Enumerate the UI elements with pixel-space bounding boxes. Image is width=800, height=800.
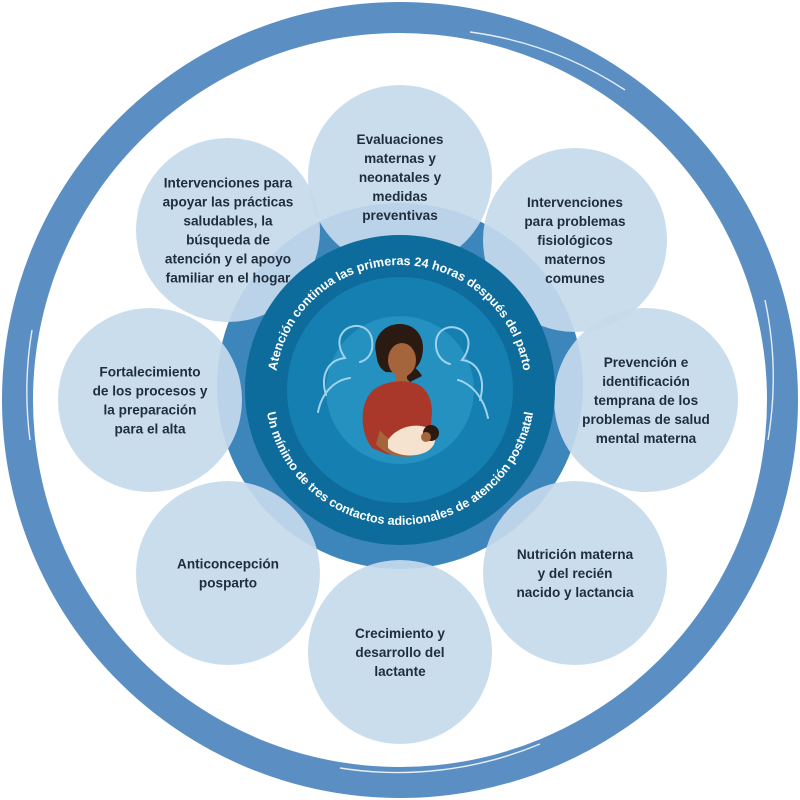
bubble-discharge-preparation-label-line: la preparación [104, 403, 197, 418]
bubble-assessments-label-line: neonatales y [359, 170, 442, 185]
bubble-home-interventions-label-line: apoyar las prácticas [163, 195, 294, 210]
bubble-assessments [308, 85, 492, 269]
bubble-physiological-problems-label: Intervenciones para problemas fisiológicos… [524, 195, 625, 286]
bubble-physiological-problems-label-line: fisiológicos [537, 233, 613, 248]
bubble-nutrition-label-line: y del recién [538, 566, 613, 581]
bubble-contraception-label: Anticoncepción posparto [177, 557, 279, 591]
bubble-discharge-preparation-label-line: de los procesos y [93, 384, 208, 399]
bubble-physiological-problems-label-line: Intervenciones [527, 195, 623, 210]
bubble-nutrition [483, 481, 667, 665]
bubble-contraception-label-line: posparto [199, 576, 257, 591]
bubble-mental-health-label: Prevención e identificación temprana de lo… [582, 355, 710, 446]
bubble-discharge-preparation [58, 308, 242, 492]
bubble-mental-health-label-line: temprana de los [594, 393, 698, 408]
bubble-contraception-label-line: Anticoncepción [177, 557, 279, 572]
bubble-home-interventions-label: Intervenciones para apoyar las prácticas s… [163, 176, 294, 286]
bubble-physiological-problems-label-line: comunes [545, 271, 605, 286]
bubble-mental-health-label-line: mental materna [596, 431, 697, 446]
component-bubbles: Evaluaciones maternas y neonatales y medida… [58, 85, 738, 744]
bubble-physiological-problems-label-line: para problemas [524, 214, 625, 229]
bubble-home-interventions-label-line: familiar en el hogar [166, 271, 291, 286]
bubble-assessments-label: Evaluaciones maternas y neonatales y medida… [357, 132, 444, 223]
bubble-nutrition-label-line: nacido y lactancia [516, 585, 634, 600]
bubble-nutrition-label: Nutrición materna y del recién nacido y la… [516, 547, 634, 600]
mother-breastfeeding-newborn-with-family-icon [317, 323, 489, 457]
bubble-mental-health-label-line: Prevención e [604, 355, 689, 370]
bubble-home-interventions-label-line: atención y el apoyo [165, 252, 291, 267]
bubble-mental-health-label-line: problemas de salud [582, 412, 710, 427]
ring-separator-lines [26, 31, 774, 774]
bubble-mental-health-label-line: identificación [602, 374, 690, 389]
bubble-growth-development-label-line: lactante [374, 664, 426, 679]
bubble-contraception [136, 481, 320, 665]
bubble-home-interventions-label-line: búsqueda de [186, 233, 270, 248]
bubble-mental-health [554, 308, 738, 492]
bubble-assessments-label-line: Evaluaciones [357, 132, 444, 147]
bubble-nutrition-label-line: Nutrición materna [517, 547, 634, 562]
bubble-assessments-label-line: maternas y [364, 151, 436, 166]
bubble-growth-development-label: Crecimiento y desarrollo del lactante [355, 626, 445, 679]
bubble-discharge-preparation-label-line: Fortalecimiento [99, 365, 200, 380]
bubble-growth-development-label-line: desarrollo del [355, 645, 444, 660]
bubble-home-interventions [136, 138, 320, 322]
bubble-physiological-problems [483, 148, 667, 332]
bubble-growth-development [308, 560, 492, 744]
bubble-physiological-problems-label-line: maternos [544, 252, 605, 267]
bubble-growth-development-label-line: Crecimiento y [355, 626, 445, 641]
bubble-home-interventions-label-line: saludables, la [183, 214, 273, 229]
bubble-assessments-label-line: medidas [372, 189, 427, 204]
bubble-discharge-preparation-label-line: para el alta [114, 422, 185, 437]
bubble-home-interventions-label-line: Intervenciones para [164, 176, 293, 191]
bubble-discharge-preparation-label: Fortalecimiento de los procesos y la prepa… [93, 365, 208, 437]
bubble-assessments-label-line: preventivas [362, 208, 438, 223]
